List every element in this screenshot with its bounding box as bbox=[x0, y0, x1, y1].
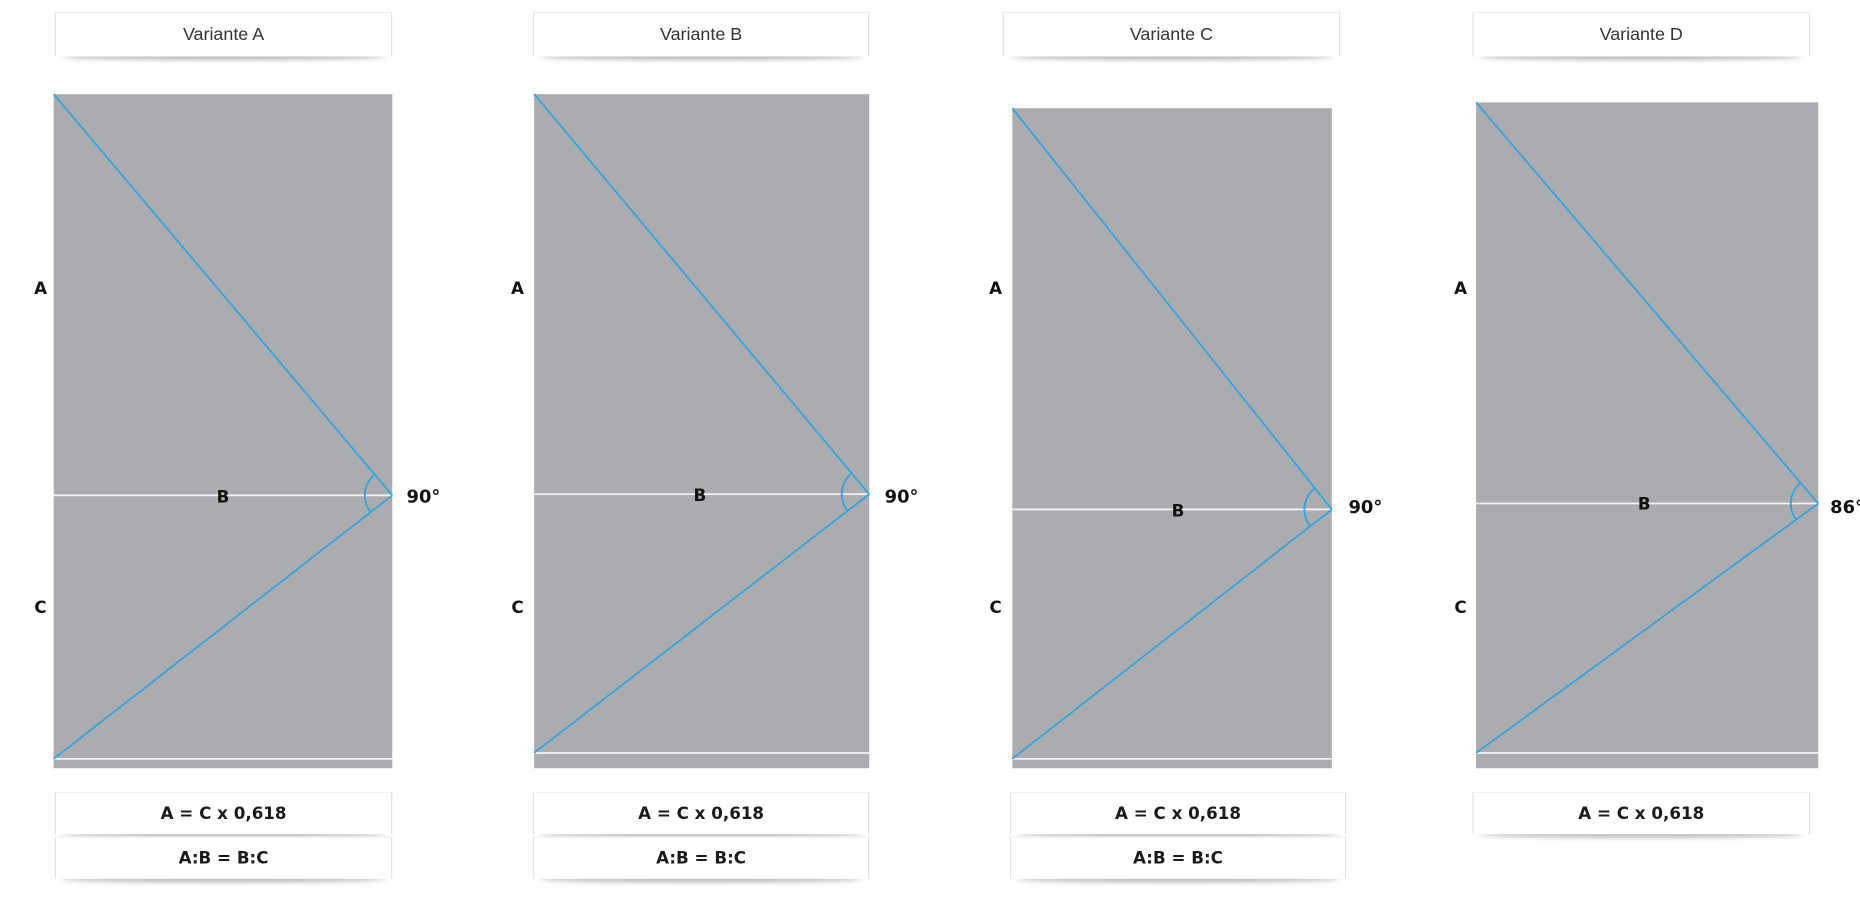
variant-d-label-b: B bbox=[1638, 495, 1651, 514]
variant-c-formula-2: A:B = B:C bbox=[1009, 836, 1347, 879]
variant-b-angle-label: 90° bbox=[885, 487, 919, 507]
variant-b-formula-2: A:B = B:C bbox=[532, 836, 870, 879]
variant-d-label-a: A bbox=[1454, 279, 1467, 298]
variant-b-label-b: B bbox=[694, 486, 707, 505]
variant-a-angle-label: 90° bbox=[407, 487, 441, 507]
variant-d-formula-1: A = C x 0,618 bbox=[1472, 791, 1810, 835]
variant-d-angle-label: 86° bbox=[1830, 498, 1860, 518]
variant-d-diagram: A B C 86° bbox=[1454, 101, 1860, 769]
variant-a-label-c: C bbox=[34, 598, 46, 617]
variant-a-angle-arc bbox=[364, 473, 376, 513]
variant-b-diagonal-lower bbox=[533, 493, 870, 754]
variant-b-diagonal-upper bbox=[533, 93, 870, 495]
variant-c-angle-arc bbox=[1303, 487, 1316, 527]
variant-c-label-b: B bbox=[1172, 502, 1185, 521]
variant-d-label-c: C bbox=[1454, 598, 1466, 617]
variant-c-angle-label: 90° bbox=[1348, 498, 1382, 518]
variant-c-formula-1: A = C x 0,618 bbox=[1009, 791, 1347, 835]
variant-d-panel bbox=[1476, 102, 1819, 769]
variant-c-label-a: A bbox=[989, 279, 1002, 298]
variant-c-label-c: C bbox=[989, 598, 1001, 617]
variant-a-diagonal-lower bbox=[53, 494, 393, 760]
variant-b-diagram: A B C 90° bbox=[511, 93, 919, 769]
variant-a-title: Variante A bbox=[54, 11, 393, 57]
variant-c-panel bbox=[1012, 108, 1332, 769]
variant-b-title: Variante B bbox=[532, 11, 870, 57]
variant-c-diagonal-upper bbox=[1011, 107, 1333, 510]
variant-a-diagonal-upper bbox=[52, 93, 393, 496]
variant-b-angle-arc bbox=[840, 472, 853, 512]
variant-d-title: Variante D bbox=[1472, 11, 1810, 57]
variant-b-label-a: A bbox=[511, 279, 524, 298]
variant-d-diagonal-lower bbox=[1475, 502, 1819, 754]
variant-c-title: Variante C bbox=[1002, 11, 1341, 57]
variant-c-diagram: A B C 90° bbox=[989, 107, 1382, 769]
variant-a-label-a: A bbox=[34, 279, 47, 298]
variant-b-formula-1: A = C x 0,618 bbox=[532, 791, 870, 835]
variant-a-formula-1: A = C x 0,618 bbox=[54, 791, 393, 835]
variant-b-panel bbox=[534, 94, 870, 769]
variant-a-panel bbox=[53, 94, 393, 769]
variant-a-label-b: B bbox=[217, 487, 230, 506]
variant-b-label-c: C bbox=[511, 598, 523, 617]
variant-d-diagonal-upper bbox=[1475, 101, 1819, 505]
variant-c-diagonal-lower bbox=[1011, 508, 1333, 760]
variant-a-formula-2: A:B = B:C bbox=[54, 836, 393, 879]
variant-d-angle-arc bbox=[1789, 482, 1802, 521]
variant-a-diagram: A B C 90° bbox=[34, 93, 441, 769]
